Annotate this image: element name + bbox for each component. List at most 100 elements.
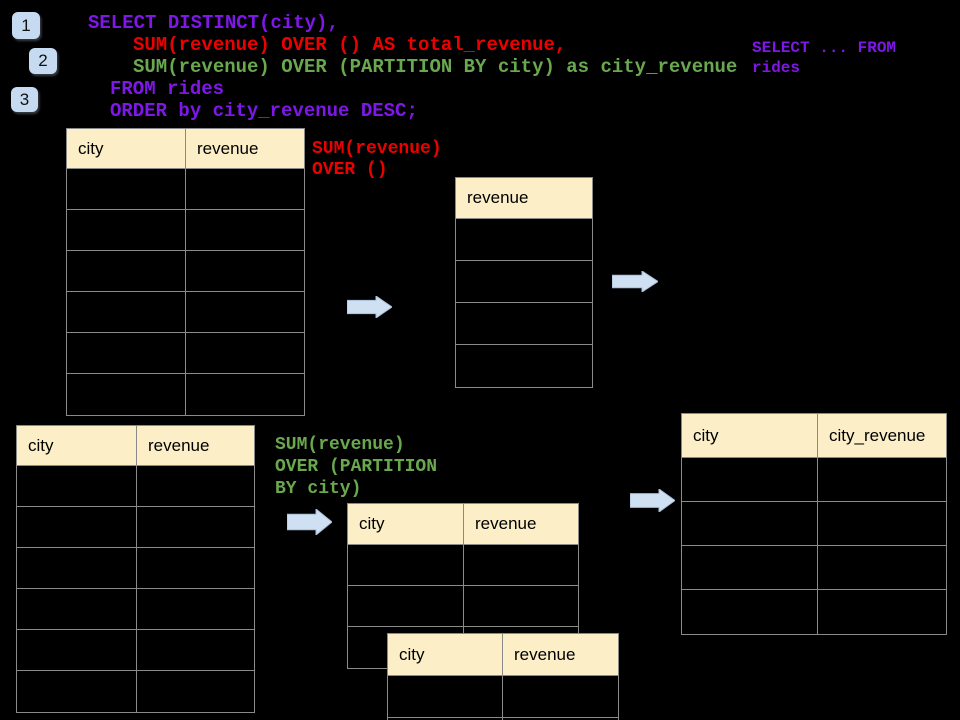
table-row [456,345,592,387]
table-row [682,590,946,634]
column-header-revenue: revenue [137,426,254,466]
empty-cell [137,548,254,589]
table-row [348,545,578,586]
empty-cell [456,261,592,303]
sql-line-5: ORDER by city_revenue DESC; [110,100,418,122]
empty-cell [186,292,304,333]
empty-cell [682,502,818,546]
empty-cell [818,546,946,590]
empty-cell [137,507,254,548]
step-badge-1: 1 [12,12,40,39]
sql-line-1: SELECT DISTINCT(city), [88,12,339,34]
empty-cell [67,251,186,292]
empty-cell [186,333,304,374]
column-header-revenue: revenue [186,129,304,169]
column-header-revenue: revenue [464,504,578,545]
empty-cell [682,458,818,502]
empty-cell [137,589,254,630]
table-row [67,169,304,210]
empty-cell [818,458,946,502]
select-from-rides-note: SELECT ... FROM rides [752,39,897,77]
table-row [348,586,578,627]
sql-line-2: SUM(revenue) OVER () AS total_revenue, [133,34,567,56]
window-over-all-label: SUM(revenue) OVER () [312,139,442,180]
column-header-city_revenue: city_revenue [818,414,946,458]
empty-cell [456,219,592,261]
empty-cell [464,586,578,627]
empty-cell [17,548,137,589]
table-row [17,548,254,589]
empty-cell [348,545,464,586]
table-header-row: revenue [456,178,592,219]
empty-cell [682,546,818,590]
table-row [348,627,578,668]
column-header-revenue: revenue [503,634,618,676]
empty-cell [137,671,254,712]
table-row [456,261,592,303]
step-badge-2: 2 [29,48,57,74]
column-header-city: city [348,504,464,545]
table-row [17,466,254,507]
arrow-total-out-right-arrow-icon [612,271,658,292]
empty-cell [503,676,618,718]
table-row [67,292,304,333]
table-row [682,502,946,546]
empty-cell [186,169,304,210]
column-header-city: city [17,426,137,466]
empty-cell [17,589,137,630]
empty-cell [17,671,137,712]
empty-cell [818,502,946,546]
empty-cell [67,333,186,374]
empty-cell [137,630,254,671]
empty-cell [348,586,464,627]
empty-cell [67,210,186,251]
empty-cell [682,590,818,634]
empty-cell [67,292,186,333]
sql-line-4: FROM rides [110,78,225,100]
table-row [682,546,946,590]
arrow-partition-to-result-right-arrow-icon [630,489,675,512]
table-row [456,219,592,261]
table-row [67,333,304,374]
table-row [67,210,304,251]
sql-line-3: SUM(revenue) OVER (PARTITION BY city) as… [133,56,738,78]
empty-cell [456,345,592,387]
table-row [17,630,254,671]
empty-cell [17,630,137,671]
empty-cell [186,210,304,251]
empty-cell [186,251,304,292]
table-row [17,507,254,548]
empty-cell [67,169,186,210]
column-header-city: city [682,414,818,458]
empty-cell [464,627,578,668]
column-header-city: city [388,634,503,676]
empty-cell [17,466,137,507]
total-revenue-result-table: revenue [455,177,593,388]
column-header-city: city [67,129,186,169]
empty-cell [186,374,304,415]
arrow-source-to-partition-right-arrow-icon [287,509,332,535]
table-row [456,303,592,345]
table-row [17,589,254,630]
empty-cell [456,303,592,345]
table-row [682,458,946,502]
table-row [17,671,254,712]
empty-cell [137,466,254,507]
empty-cell [67,374,186,415]
